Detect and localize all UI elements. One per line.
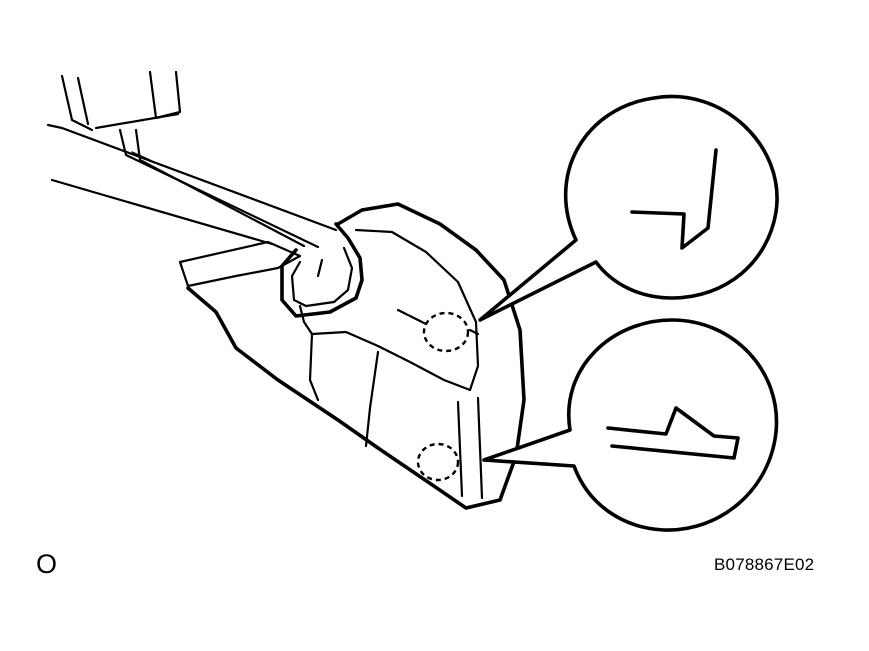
lower-detail-circle [416, 442, 460, 482]
lower-callout [482, 318, 779, 532]
seat-shield [186, 202, 526, 510]
view-marker: O [36, 549, 58, 579]
seat-rail [46, 123, 338, 249]
figure-code: B078867E02 [714, 555, 815, 574]
clip-loop [280, 222, 364, 318]
upper-callout [478, 94, 779, 322]
upper-detail-circle [422, 311, 470, 353]
upper-frame [60, 70, 182, 132]
rail-tab [178, 240, 302, 288]
